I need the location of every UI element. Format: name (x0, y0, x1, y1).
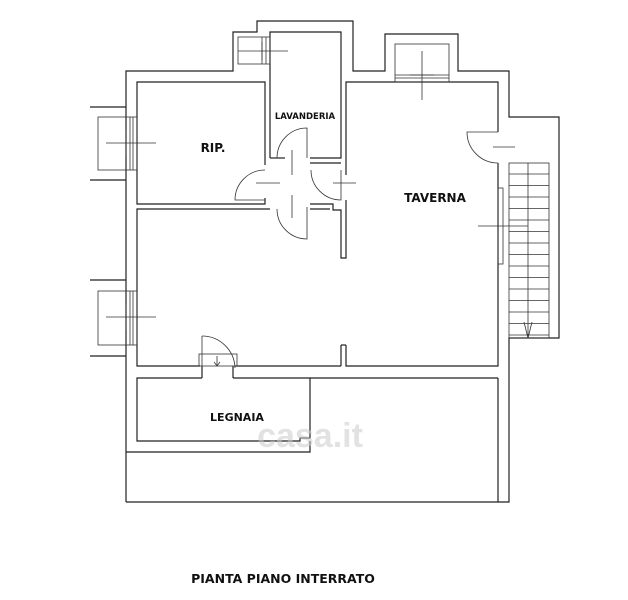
staircase (508, 162, 550, 339)
door-lavanderia (276, 127, 308, 175)
room-label-lavanderia: LAVANDERIA (275, 112, 336, 122)
lower-room-walls (136, 208, 270, 367)
lavanderia-walls (269, 31, 342, 159)
door-taverna-east (466, 131, 515, 164)
room-label-taverna: TAVERNA (404, 191, 466, 205)
outer-wall (125, 20, 560, 503)
door-legnaia (198, 335, 238, 369)
window-lavanderia (237, 36, 288, 65)
legnaia-walls (136, 377, 311, 442)
watermark-logo: casa.it (257, 417, 363, 455)
room-label-rip: RIP. (201, 141, 226, 155)
window-taverna-east (478, 187, 528, 265)
room-label-legnaia: LEGNAIA (210, 411, 264, 424)
door-taverna-west (310, 169, 356, 201)
window-left-upper (97, 116, 156, 171)
door-lower-room (276, 195, 308, 240)
door-rip (234, 169, 280, 201)
window-left-lower (97, 290, 156, 346)
plan-title: PIANTA PIANO INTERRATO (191, 571, 375, 586)
window-taverna (394, 43, 450, 100)
